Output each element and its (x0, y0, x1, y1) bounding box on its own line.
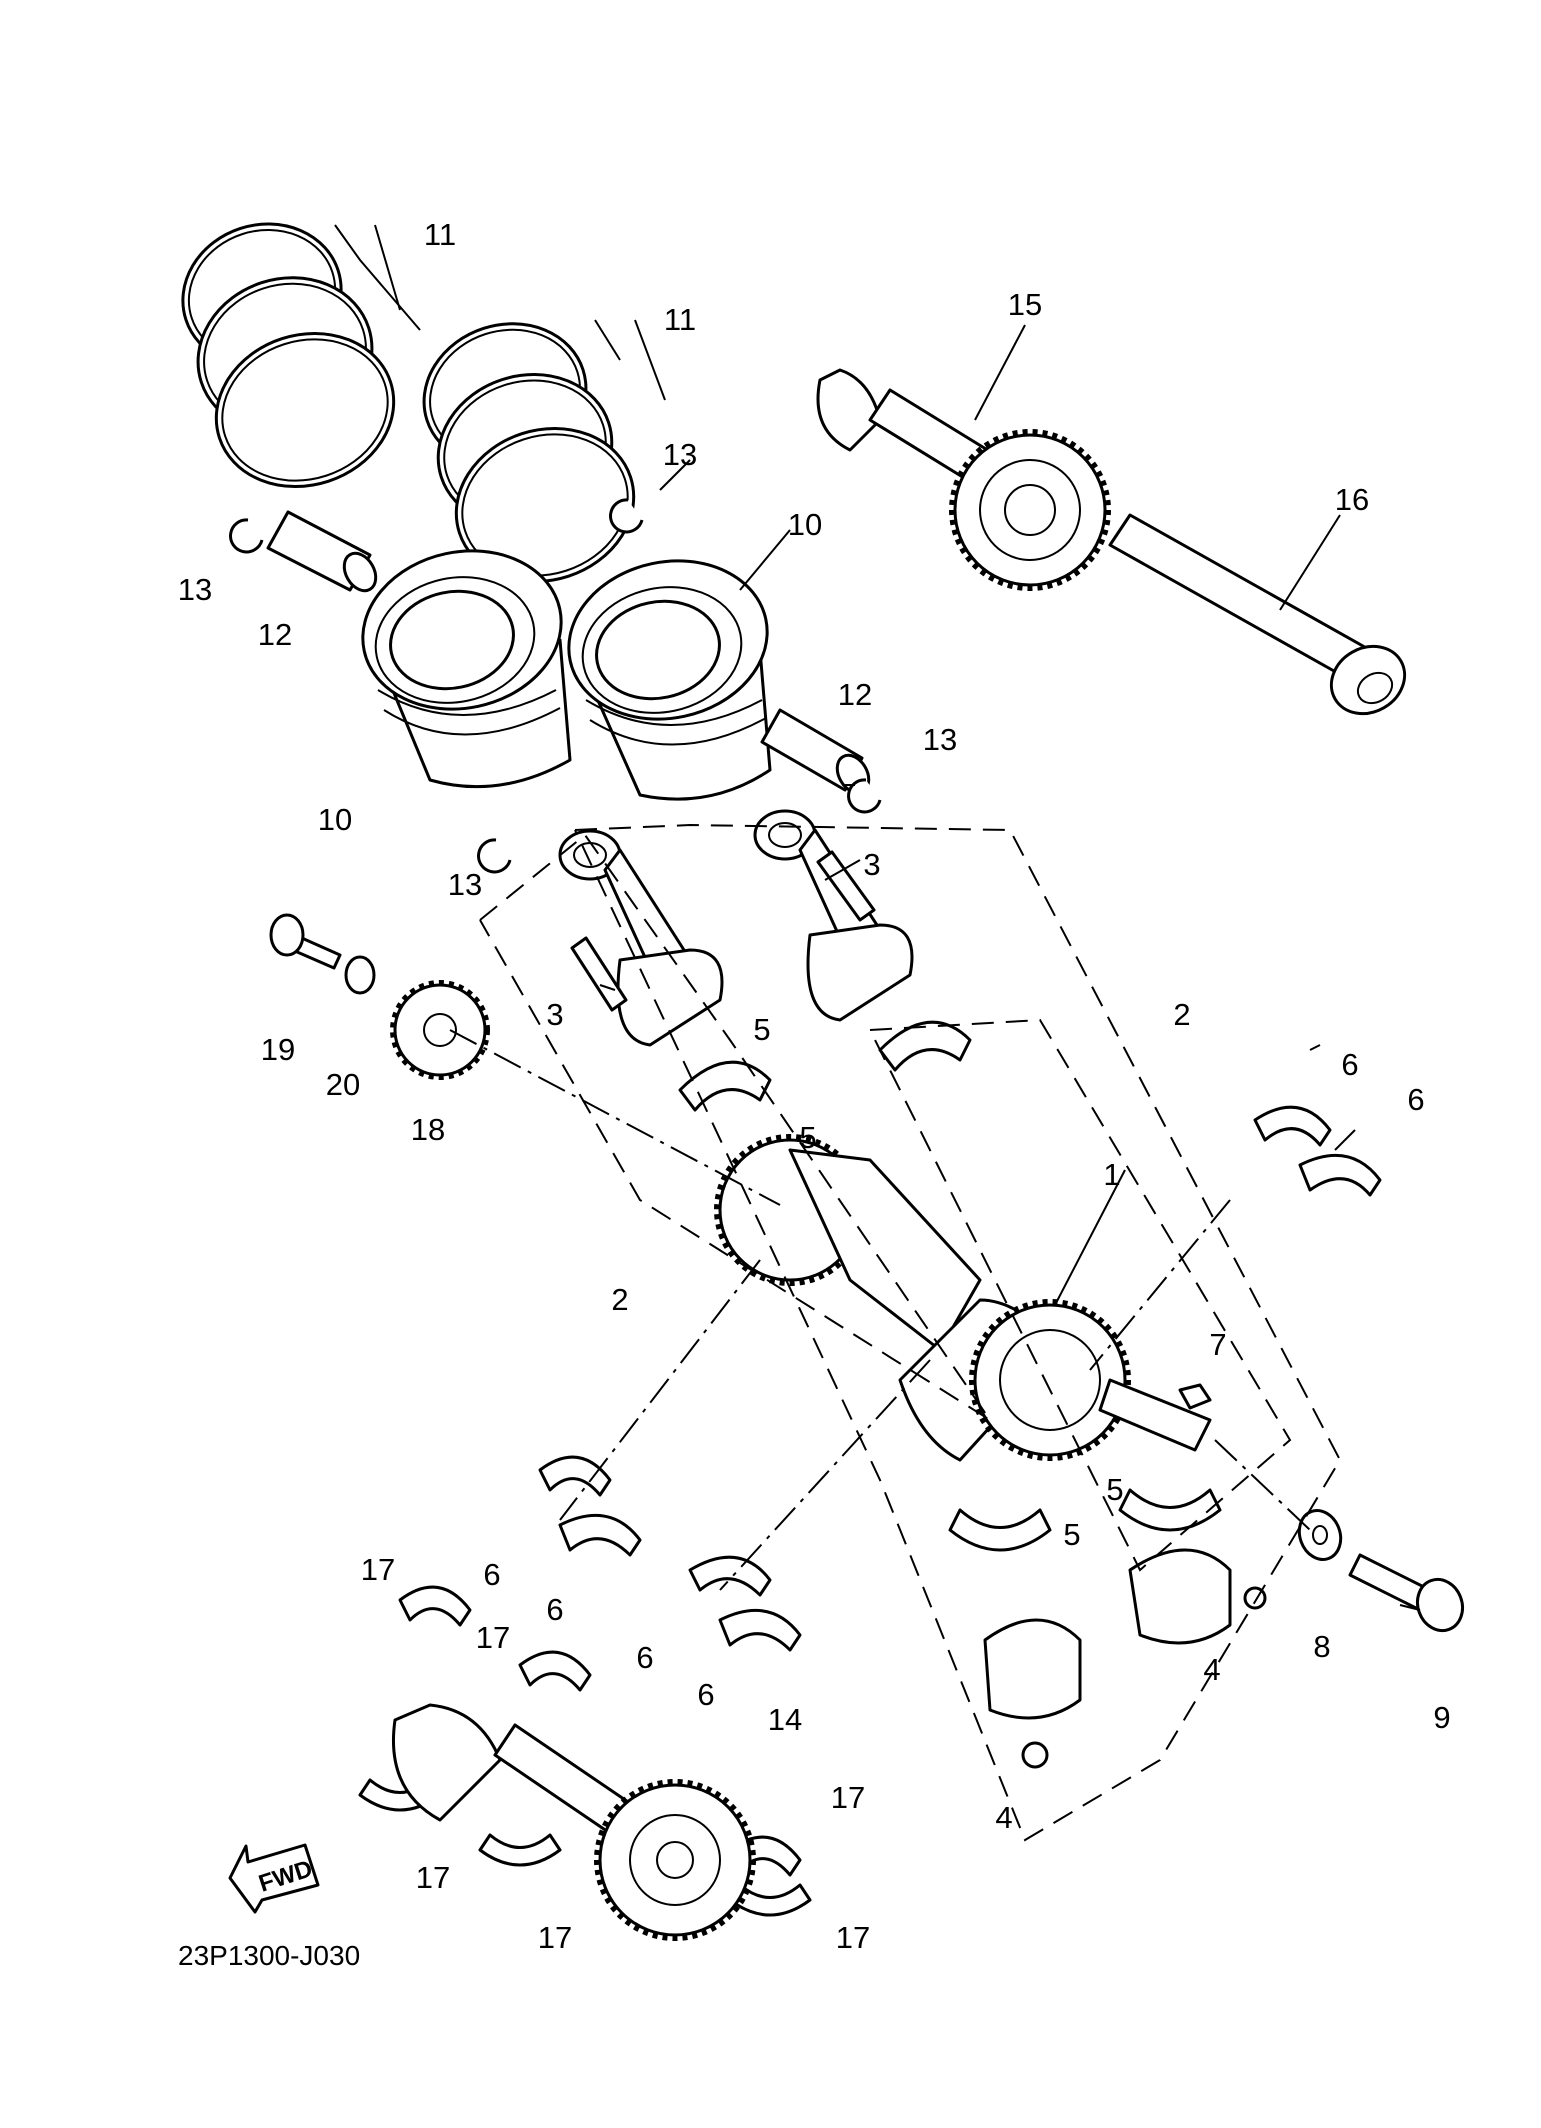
rod-caps (983, 1548, 1267, 1769)
callout-1: 1 (1103, 1157, 1120, 1192)
circlip-group (229, 498, 882, 874)
diagram-code: 23P1300-J030 (178, 1940, 360, 1971)
assembly-outline-main (574, 823, 1342, 1842)
sprocket-bolt (269, 913, 342, 970)
callout-19: 19 (261, 1032, 295, 1067)
callout-16: 16 (1335, 482, 1369, 517)
callout-3a: 3 (863, 847, 880, 882)
callout-2a: 2 (1173, 997, 1190, 1032)
callout-13b: 13 (178, 572, 212, 607)
callout-10a: 10 (788, 507, 822, 542)
callout-5a: 5 (753, 1012, 770, 1047)
callout-14: 14 (768, 1702, 802, 1737)
callout-12b: 12 (838, 677, 872, 712)
callout-7: 7 (1209, 1327, 1226, 1362)
callout-17a: 17 (361, 1552, 395, 1587)
sprocket (390, 980, 490, 1080)
callout-18: 18 (411, 1112, 445, 1147)
callout-17b: 17 (476, 1620, 510, 1655)
callout-13d: 13 (448, 867, 482, 902)
crank-bolt (1348, 1553, 1465, 1633)
assembly-outline-left (479, 833, 991, 1421)
callout-11b: 11 (664, 302, 696, 337)
callout-8: 8 (1313, 1629, 1330, 1664)
callout-3b: 3 (546, 997, 563, 1032)
callouts: 11 11 15 16 13 13 10 12 12 13 10 13 3 3 … (178, 217, 1451, 1955)
rod-bolts (570, 850, 876, 1012)
assembly-outline-inner (869, 1018, 1292, 1572)
callout-6c: 6 (483, 1557, 500, 1592)
callout-4a: 4 (1203, 1652, 1220, 1687)
callout-6f: 6 (697, 1677, 714, 1712)
callout-6b: 6 (1407, 1082, 1424, 1117)
callout-5d: 5 (1063, 1517, 1080, 1552)
callout-5b: 5 (799, 1120, 816, 1155)
balancer-rod (1108, 513, 1407, 716)
callout-6d: 6 (546, 1592, 563, 1627)
callout-13c: 13 (923, 722, 957, 757)
bearing-shells (538, 1020, 1382, 1652)
balancer-shaft-upper (816, 368, 1111, 591)
callout-5c: 5 (1106, 1472, 1123, 1507)
callout-12a: 12 (258, 617, 292, 652)
crankshaft (714, 1134, 1212, 1462)
piston-rings-right (422, 322, 636, 584)
callout-10b: 10 (318, 802, 352, 837)
callout-13a: 13 (663, 437, 697, 472)
sprocket-washer (344, 955, 376, 995)
callout-6a: 6 (1341, 1047, 1358, 1082)
callout-15: 15 (1008, 287, 1042, 322)
woodruff-key (1178, 1383, 1212, 1410)
piston-pin-left (266, 510, 378, 593)
connecting-rod-right (753, 809, 914, 1022)
callout-2b: 2 (611, 1282, 628, 1317)
callout-20: 20 (326, 1067, 360, 1102)
leader-lines (334, 224, 1421, 1611)
callout-17f: 17 (836, 1920, 870, 1955)
fwd-arrow: FWD (228, 1843, 320, 1914)
callout-17c: 17 (831, 1780, 865, 1815)
piston-left (361, 549, 572, 789)
callout-11a: 11 (424, 217, 456, 252)
callout-4b: 4 (995, 1800, 1012, 1835)
callout-17e: 17 (538, 1920, 572, 1955)
callout-9: 9 (1433, 1700, 1450, 1735)
callout-6e: 6 (636, 1640, 653, 1675)
balancer-shaft-lower (391, 1703, 756, 1941)
piston-rings-left (181, 222, 396, 489)
crank-washer (1297, 1509, 1343, 1561)
connecting-rod-left (558, 829, 724, 1047)
piston-right (567, 559, 772, 801)
centre-lines (449, 1029, 1311, 1591)
callout-17d: 17 (416, 1860, 450, 1895)
